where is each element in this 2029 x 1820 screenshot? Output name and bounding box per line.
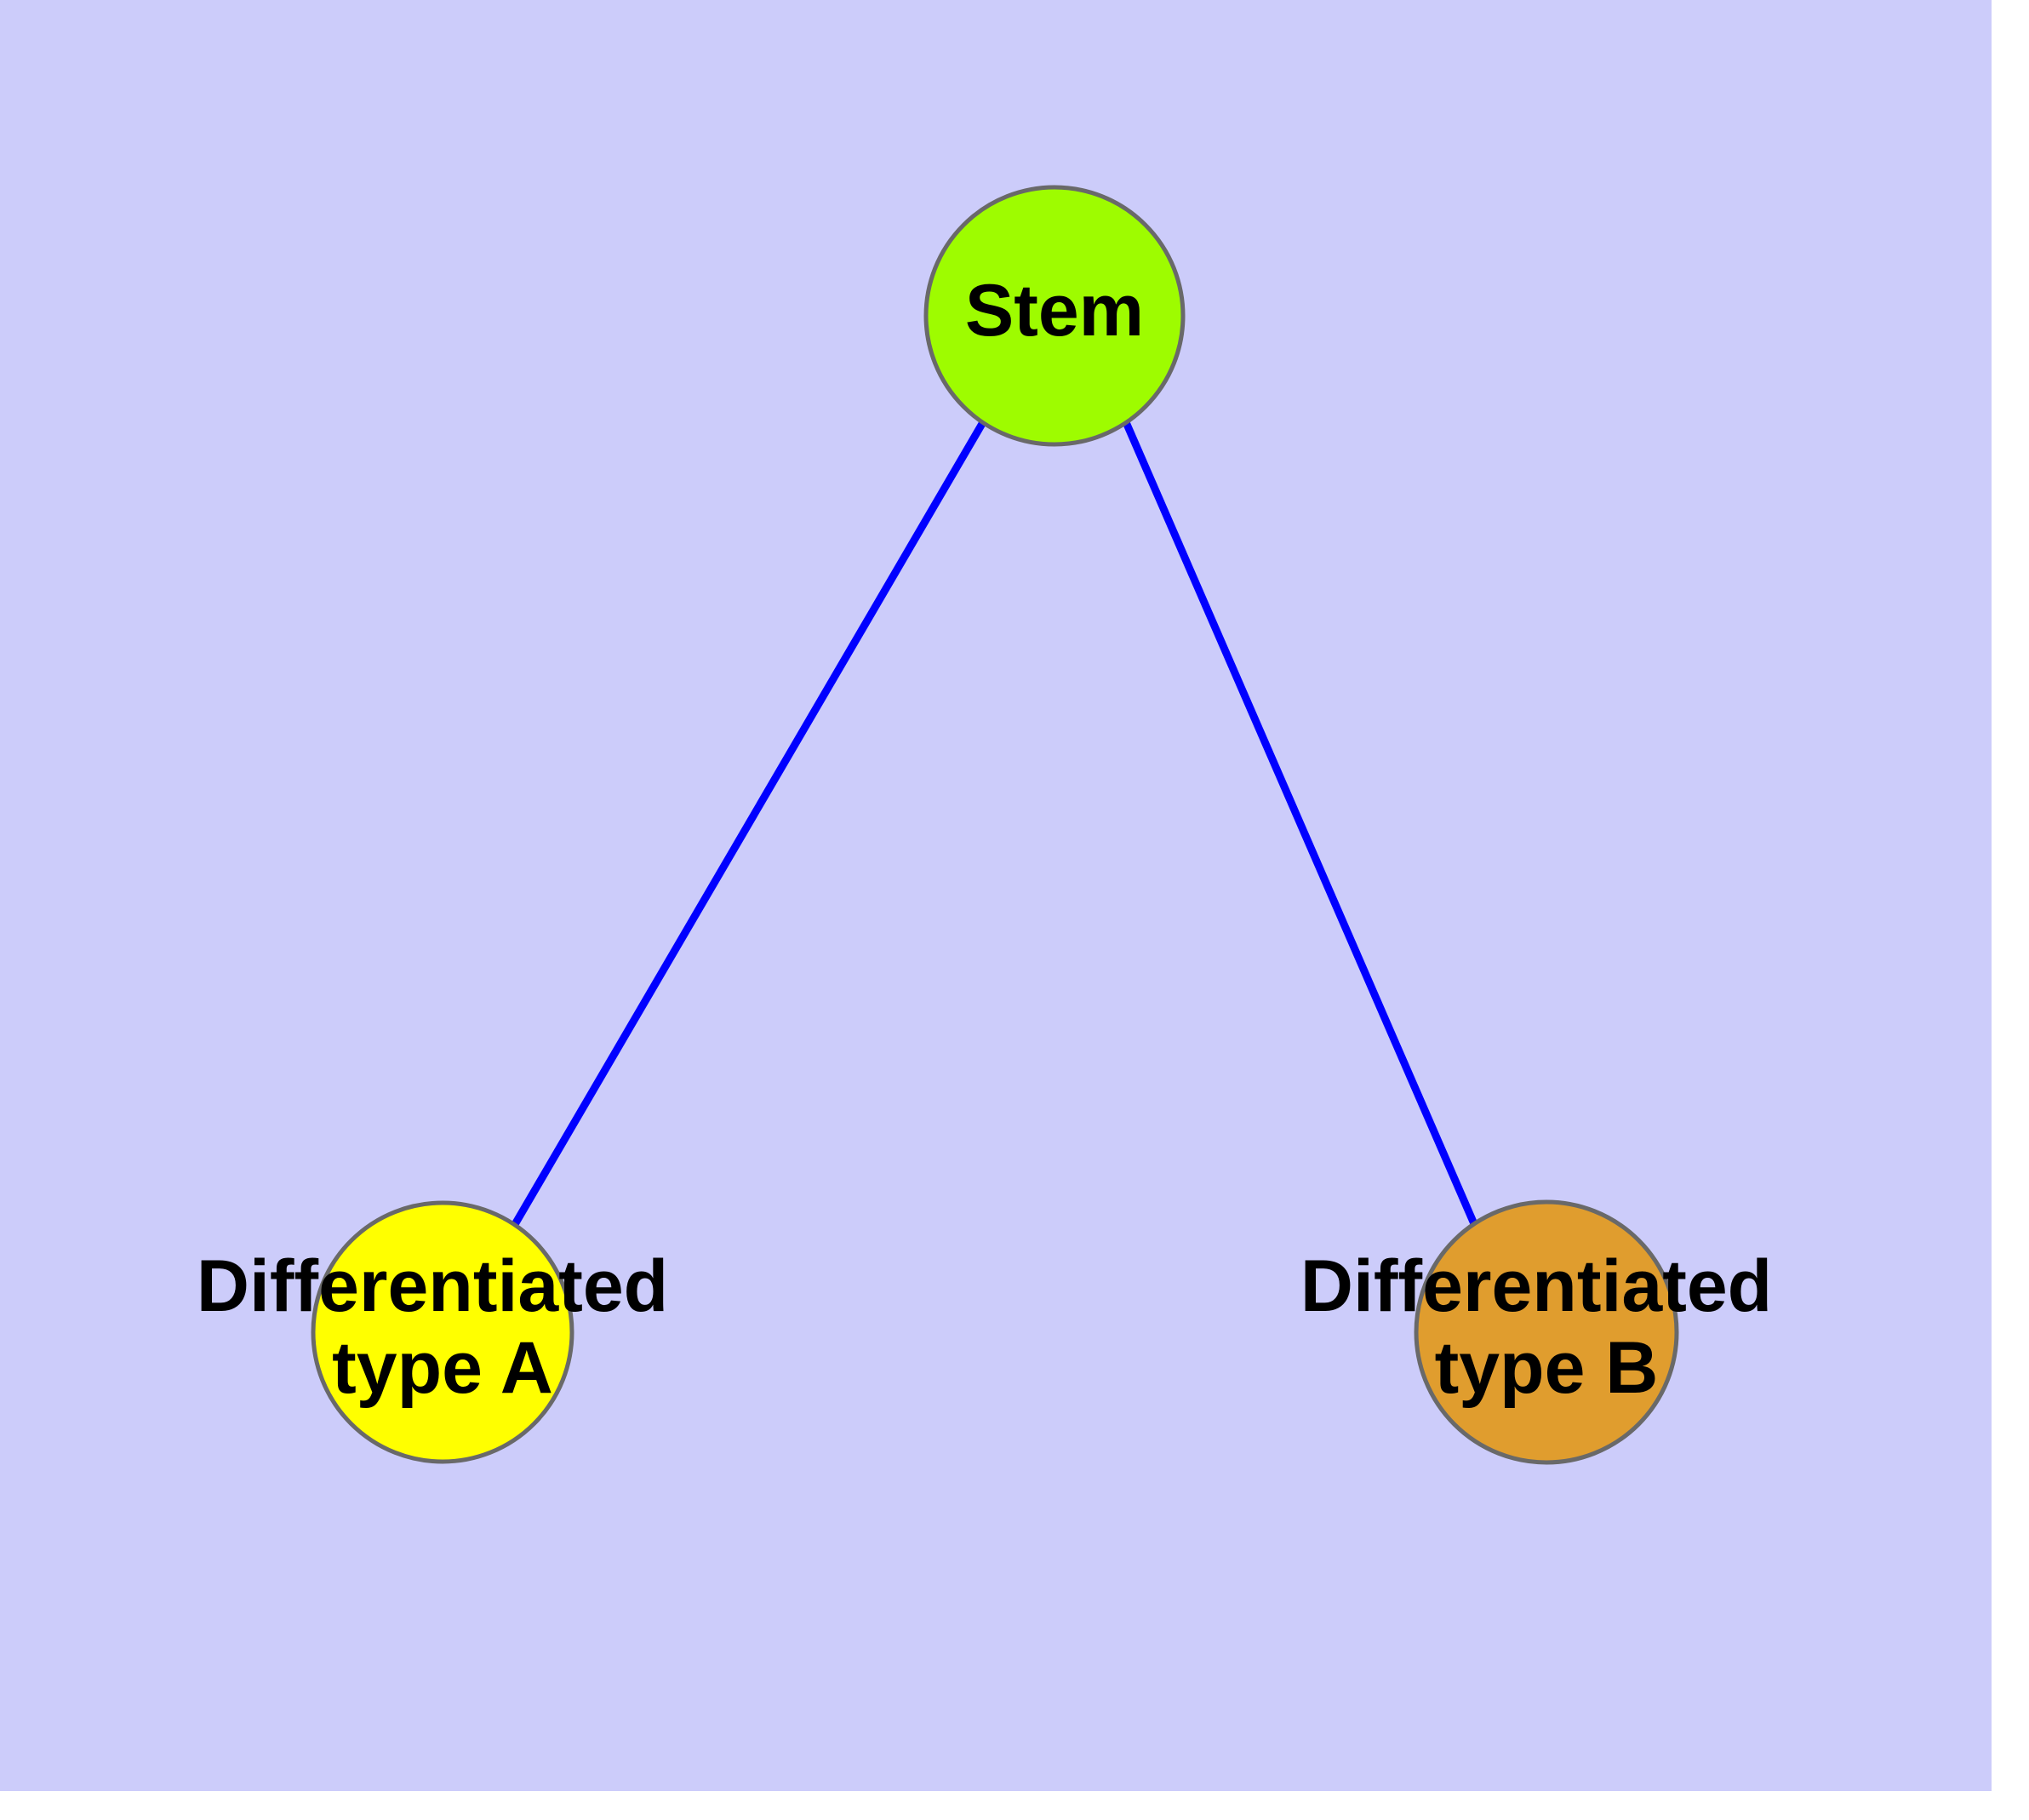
node-differentiated-type-b-label-line-1: Differentiated xyxy=(1300,1245,1772,1327)
node-differentiated-type-b-label: Differentiated type B xyxy=(1300,1245,1792,1409)
edge-layer xyxy=(511,420,1479,1228)
node-stem-label: Stem xyxy=(965,270,1144,352)
node-layer xyxy=(311,185,1679,1465)
node-differentiated-type-a-label-line-2: type A xyxy=(332,1327,553,1409)
edge-stem-to-differentiated-type-a[interactable] xyxy=(511,420,986,1228)
node-differentiated-type-a-label: Differentiated type A xyxy=(197,1245,689,1409)
edge-stem-to-differentiated-type-b[interactable] xyxy=(1122,421,1479,1228)
node-differentiated-type-a-label-line-1: Differentiated xyxy=(197,1245,668,1327)
node-stem[interactable] xyxy=(923,185,1186,447)
node-differentiated-type-b-circle[interactable] xyxy=(1414,1199,1679,1465)
node-differentiated-type-b[interactable] xyxy=(1414,1199,1679,1465)
node-stem-circle[interactable] xyxy=(923,185,1186,447)
node-differentiated-type-b-label-line-2: type B xyxy=(1435,1327,1659,1409)
node-differentiated-type-a[interactable] xyxy=(311,1200,574,1464)
node-stem-label-line-1: Stem xyxy=(965,270,1144,352)
label-layer: Stem Differentiated type A Differentiate… xyxy=(197,270,1792,1409)
node-differentiated-type-a-circle[interactable] xyxy=(311,1200,574,1464)
